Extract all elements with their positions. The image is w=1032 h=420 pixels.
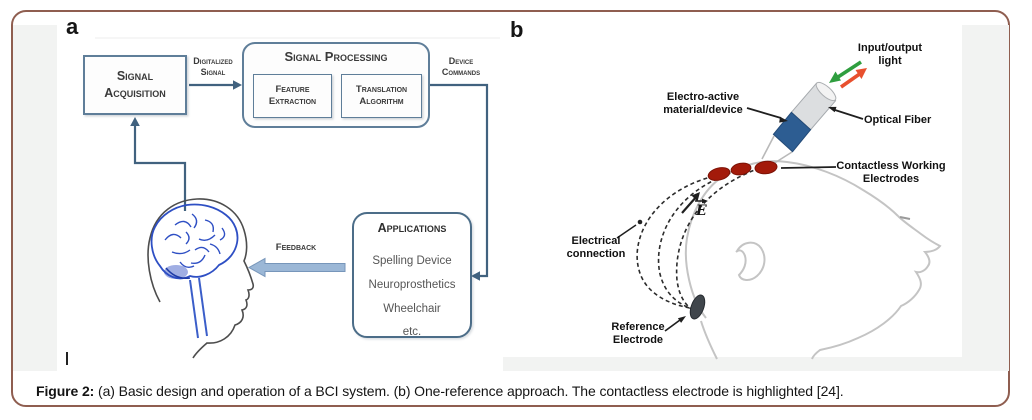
- digitalized-signal-arrow: [189, 80, 242, 90]
- panel-a-letter: a: [66, 14, 79, 39]
- applications-box: Applications Spelling Device Neuroprosth…: [352, 212, 472, 338]
- ear-outline: [735, 241, 766, 281]
- application-item: etc.: [402, 326, 422, 338]
- figure-caption: Figure 2: (a) Basic design and operation…: [36, 383, 1001, 399]
- reference-electrode-blob: [689, 294, 706, 320]
- panel-b-letter: b: [510, 17, 524, 42]
- device-commands-label: Device Commands: [441, 56, 481, 78]
- electro-active-material-label: Electro-active material/device: [663, 91, 743, 116]
- eye-mark: [899, 216, 911, 220]
- e-field-symbol: E: [696, 203, 707, 219]
- cerebellum: [164, 265, 188, 279]
- brain-gyri-squiggles: [164, 213, 226, 269]
- head-profile-outline: [684, 160, 942, 360]
- text-cursor-mark: [66, 352, 68, 365]
- optical-fiber-label: Optical Fiber: [864, 114, 932, 126]
- contactless-electrode-diagram: [616, 60, 942, 360]
- reference-electrode-label: Reference Electrode: [611, 321, 665, 346]
- signal-acquisition-box: Signal Acquisition: [83, 55, 187, 115]
- electrical-connection-arcs: [636, 167, 761, 312]
- contactless-working-electrodes: [707, 160, 778, 181]
- feedback-arrow: [247, 257, 346, 278]
- translation-algorithm-box: Translation Algorithm: [341, 74, 422, 118]
- signal-acquisition-line1: Signal: [116, 69, 154, 84]
- signal-processing-title: Signal Processing: [284, 49, 388, 64]
- electro-active-band: [772, 111, 812, 153]
- figure-caption-label: Figure 2:: [36, 383, 95, 399]
- brain-head-illustration: [147, 198, 255, 359]
- connection-node-dot: [637, 219, 643, 225]
- brain-to-acquisition-connector: [130, 117, 187, 211]
- electrical-connection-label: Electrical connection: [566, 235, 626, 260]
- application-item: Spelling Device: [372, 255, 452, 267]
- applications-title: Applications: [377, 221, 447, 235]
- e-field-arrow: [681, 192, 708, 214]
- label-pointer-lines: [616, 106, 864, 332]
- application-item: Neuroprosthetics: [368, 279, 456, 291]
- signal-acquisition-line2: Acquisition: [104, 86, 166, 100]
- application-item: Wheelchair: [383, 303, 441, 315]
- input-light-arrow: [829, 60, 862, 83]
- output-light-arrow: [839, 68, 867, 89]
- fiber-opening: [815, 81, 837, 102]
- contactless-working-electrodes-label: Contactless Working Electrodes: [836, 160, 946, 185]
- input-output-light-label: Input/output light: [857, 42, 923, 67]
- panel-b-background: [503, 25, 962, 357]
- feature-extraction-box: Feature Extraction: [253, 74, 332, 118]
- digitalized-signal-label: Digitalized Signal: [193, 56, 233, 78]
- optical-fiber-assembly: [761, 81, 837, 165]
- figure-caption-text: (a) Basic design and operation of a BCI …: [94, 383, 844, 399]
- bci-block-diagram: [95, 37, 500, 359]
- feedback-label: Feedback: [275, 242, 317, 253]
- device-commands-connector: [430, 83, 489, 281]
- brainstem: [189, 277, 208, 339]
